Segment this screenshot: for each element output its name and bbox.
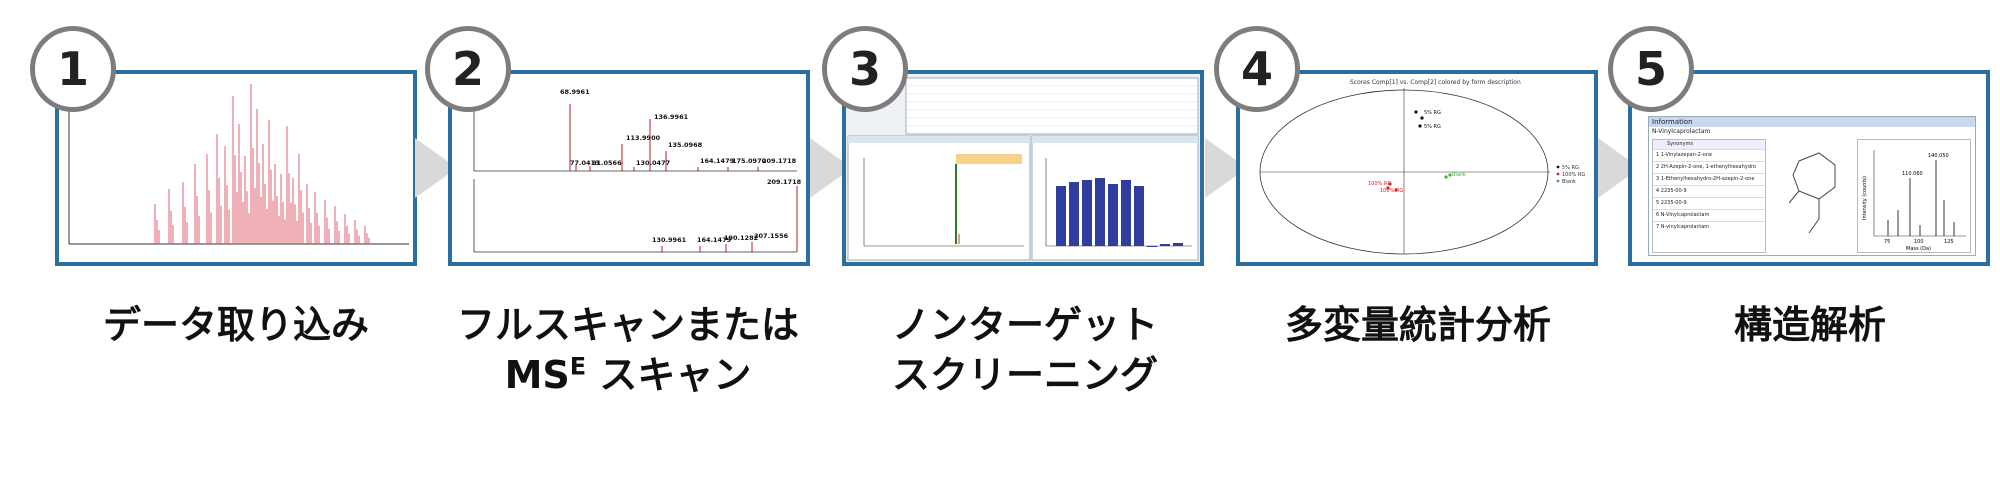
panel-nontarget-screening [842,70,1204,266]
peak-label: 136.9961 [654,113,689,121]
ms-xtick: 100 [1914,239,1924,245]
synonym-row[interactable]: 7 N-vinylcaprolactam [1653,221,1765,233]
pca-point-label: 100% RG [1368,181,1391,187]
peak-label: 164.1479 [697,236,732,244]
ms-mini-plot: 110.060 140.050 75 100 125 Mass (Da) Int… [1862,150,1966,252]
peak-label: 77.0413 [570,159,600,167]
synonym-row[interactable]: 6 N-Vinylcaprolactam [1653,209,1765,221]
step-label-2-line2: MSE スキャン [504,352,752,397]
synonym-row[interactable]: 4 2235-00-9 [1653,185,1765,197]
pca-point-label: 100% RG [1380,188,1403,194]
bar [1082,180,1092,246]
bar [1173,243,1183,246]
pca-point-label: 5% RG [1424,110,1441,116]
bar [1121,180,1131,246]
bar [1069,182,1079,246]
ms-xlabel: Mass (Da) [1906,246,1931,252]
pca-scores-plot: Scores Comp[1] vs. Comp[2] colored by fo… [1259,79,1585,255]
peak-label: 130.9961 [652,236,687,244]
peak-label: 207.1556 [754,232,789,240]
step-label-3-line2: スクリーニング [891,353,1158,397]
structure-drawing [1788,152,1836,234]
peak-label: 190.1282 [724,234,758,242]
pca-point-label: Blank [1452,172,1466,178]
screening-app-window [847,77,1199,261]
step-label-3-line1: ノンターゲット [891,303,1158,347]
step-number-1: 1 [30,26,116,112]
legend-item: 100% RG [1562,172,1585,178]
step-label-3: ノンターゲット スクリーニング [835,300,1215,400]
panel-fullscan: 68.9961 77.0413 91.0566 113.9900 130.047… [448,70,810,266]
info-header: Information [1649,117,1975,127]
bar [1095,178,1105,246]
step-label-2-line1: フルスキャンまたは [456,303,799,347]
synonym-row[interactable]: 5 2235-00-9 [1653,197,1765,209]
bar [1147,246,1157,247]
pca-point-label: 5% RG [1424,124,1441,130]
peak-label: 130.0477 [636,159,670,167]
step-label-5: 構造解析 [1733,303,1886,347]
ms-window: 110.060 140.050 75 100 125 Mass (Da) Int… [1857,139,1971,253]
tic-chromatogram [68,84,409,245]
synonym-row[interactable]: 3 1-Ethenylhexahydro-2H-azepin-2-one [1653,173,1765,185]
ms-peak-label: 110.060 [1902,171,1923,177]
legend-item: 5% RG [1562,165,1579,171]
peak-label: 135.0968 [668,141,703,149]
compound-name: N-Vinylcaprolactam [1652,128,1711,135]
bar [1108,184,1118,246]
step-label-2: フルスキャンまたは MSE スキャン [438,300,818,400]
ms-spectra: 68.9961 77.0413 91.0566 113.9900 130.047… [473,84,802,253]
step-label-4: 多変量統計分析 [1284,303,1551,347]
step-number-2: 2 [425,26,511,112]
synonym-row[interactable]: 2 2H-Azepin-2-one, 1-ethenylhexahydro [1653,161,1765,173]
step-label-1: データ取り込み [102,303,369,347]
ms-xtick: 125 [1944,239,1954,245]
bar [1134,186,1144,246]
step-number-5: 5 [1608,26,1694,112]
legend-item: Blank [1562,179,1576,185]
info-window: Information N-Vinylcaprolactam Synonyms … [1648,116,1976,256]
peak-label: 209.1718 [767,178,802,186]
bar [1160,244,1170,246]
panel-data-import [55,70,417,266]
peak-label: 91.0566 [592,159,622,167]
step-number-4: 4 [1214,26,1300,112]
panel-structure-elucidation: Information N-Vinylcaprolactam Synonyms … [1628,70,1990,266]
ms-xtick: 75 [1884,239,1890,245]
ms-ylabel: Intensity (counts) [1862,176,1868,220]
peak-label: 209.1718 [762,157,797,165]
peak-label: 175.0970 [732,157,767,165]
synonyms-header: Synonyms [1653,140,1765,149]
ms-peak-label: 140.050 [1928,153,1949,159]
step-number-3: 3 [822,26,908,112]
peak-label: 68.9961 [560,88,590,96]
peak-label: 113.9900 [626,134,661,142]
bar [1056,186,1066,246]
panel-multivariate: Scores Comp[1] vs. Comp[2] colored by fo… [1236,70,1598,266]
synonym-row[interactable]: 1 1-Vinylazepan-2-one [1653,149,1765,161]
peak-label: 164.1479 [700,157,735,165]
pca-title: Scores Comp[1] vs. Comp[2] colored by fo… [1350,79,1521,86]
